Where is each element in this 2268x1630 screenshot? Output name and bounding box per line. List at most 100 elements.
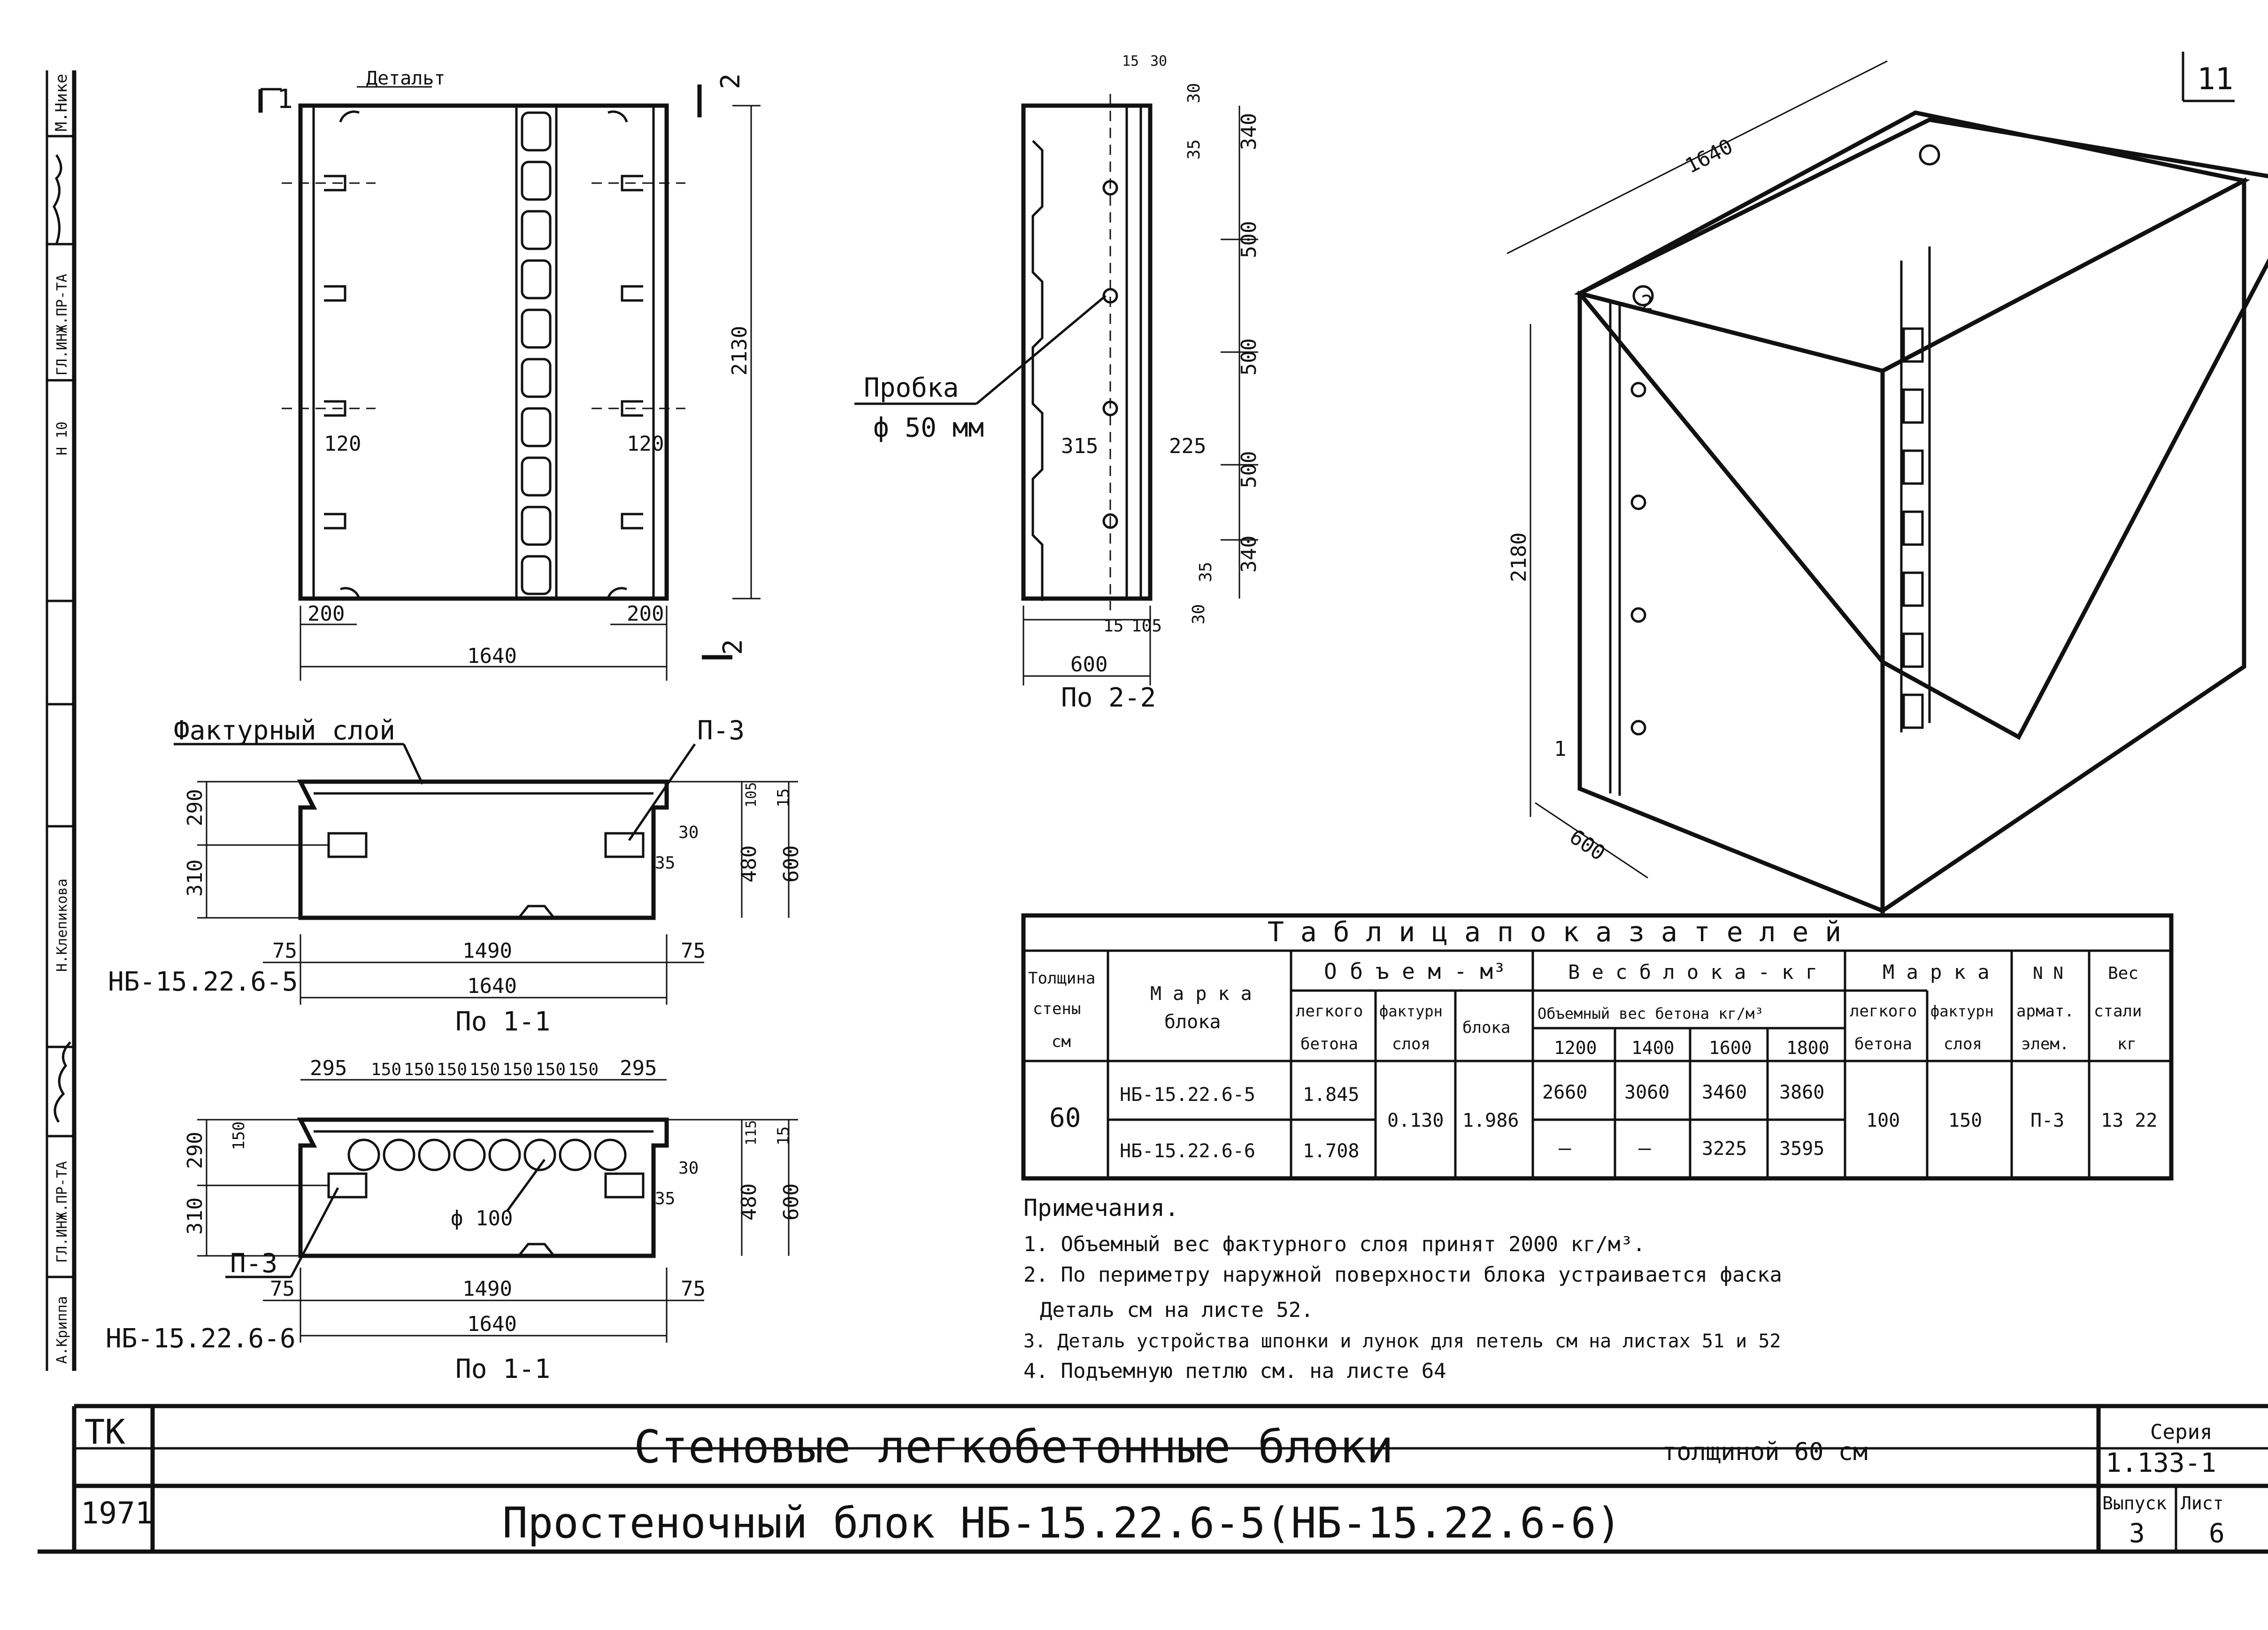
sec11b-dim-right-3: 30 (678, 1159, 699, 1178)
h-density-1200: 1200 (1554, 1038, 1597, 1058)
cell-grade-light: 100 (1866, 1110, 1900, 1131)
sec11a-dim-bottom-2: 1490 (462, 939, 512, 963)
h-volume: О б ъ е м - м³ (1324, 959, 1506, 984)
h-grade-light-1: легкого (1850, 1002, 1917, 1021)
sec11b-dim-right-2: 15 (774, 1126, 793, 1146)
section-2-2: Пробка ф 50 мм 315 225 340 500 500 500 3… (854, 53, 1261, 713)
front-dim-hole-right: 120 (627, 432, 664, 456)
sec22-vdim-4: 500 (1237, 451, 1261, 488)
h-vol-fact-2: слоя (1392, 1035, 1430, 1053)
iso-dim-height: 2180 (1507, 532, 1531, 582)
h-density: Объемный вес бетона кг/м³ (1538, 1005, 1764, 1023)
indicators-table: Т а б л и ц а п о к а з а т е л е й Толщ… (1021, 913, 2174, 1181)
row1-vol-light: 1.845 (1303, 1084, 1359, 1106)
sec11b-dim-bottom-3: 75 (681, 1277, 706, 1301)
iso-mark-2: 2 (1641, 291, 1653, 315)
note-2: 2. По периметру наружной поверхности бло… (1023, 1263, 1782, 1287)
details-label: Детальт (366, 68, 446, 89)
title-block: ТК 1971 Стеновые легкобетонные блоки тол… (38, 1404, 2268, 1554)
front-dim-right: 200 (627, 602, 664, 626)
row2-w1600: 3225 (1702, 1138, 1747, 1160)
cut-mark-right: 2 (715, 73, 746, 89)
row1-w1400: 3060 (1624, 1082, 1669, 1103)
tb-title-1: Стеновые легкобетонные блоки (634, 1421, 1393, 1473)
section-1-1-a: Фактурный слой П-3 290 310 105 15 30 35 … (108, 715, 803, 1037)
sec11a-dim-right-2: 15 (774, 788, 793, 807)
key-pockets (521, 111, 552, 595)
sec22-dim-315: 315 (1061, 434, 1098, 458)
iso-dim-length: 1640 (1682, 134, 1737, 178)
sheet-number: 11 (2197, 62, 2233, 97)
plug-diameter: ф 50 мм (873, 413, 984, 443)
sec11b-dim-bottom-1: 75 (270, 1277, 295, 1301)
sec22-dim-15: 15 (1103, 616, 1123, 636)
tb-sheet-label: Лист (2181, 1493, 2224, 1514)
sec11a-dim-left-1: 290 (183, 789, 207, 826)
sec11b-p3-label: П-3 (230, 1248, 277, 1279)
sec11b-dim-top-1: 295 (310, 1056, 347, 1080)
sec11a-block-code: НБ-15.22.6-5 (108, 967, 298, 997)
sec11a-dim-right-4: 35 (655, 853, 675, 873)
sec11b-dim-top-5: 150 (469, 1060, 500, 1079)
sec11b-dim-right-1: 115 (743, 1120, 760, 1146)
sec11b-dim-left-1: 150 (230, 1122, 248, 1150)
loop-pockets (282, 175, 685, 530)
h-density-1600: 1600 (1709, 1038, 1752, 1058)
row2-vol-light: 1.708 (1303, 1140, 1359, 1162)
sec11b-dim-top-2: 150 (371, 1060, 401, 1079)
h-weight: В е с б л о к а - к г (1568, 961, 1817, 984)
h-thickness-2: стены (1033, 1000, 1081, 1018)
stamp-row-4: Н.Клепикова (54, 878, 70, 972)
sec11b-dim-left-3: 310 (183, 1198, 207, 1235)
tb-series-value: 1.133-1 (2106, 1448, 2216, 1478)
sec11b-dim-top-4: 150 (437, 1060, 467, 1079)
sec11a-dim-left-2: 310 (183, 860, 207, 897)
h-nn-2: армат. (2016, 1002, 2074, 1021)
h-steel-2: стали (2094, 1002, 2142, 1021)
front-dim-left: 200 (308, 602, 345, 626)
signature-2 (54, 1041, 71, 1123)
h-vol-light-2: бетона (1300, 1035, 1358, 1053)
plug-label: Пробка (864, 373, 959, 403)
sec11b-dim-top-8: 150 (568, 1060, 599, 1079)
signature-1 (53, 154, 62, 245)
sec11b-dim-top-6: 150 (502, 1060, 533, 1079)
h-thickness-3: см (1052, 1032, 1071, 1051)
isometric-view: 1640 2180 600 1 2 (1507, 60, 2268, 915)
cut-mark-left: 1 (277, 84, 293, 115)
iso-dim-thickness: 600 (1565, 825, 1609, 866)
sec11b-dim-right-6: 600 (779, 1184, 803, 1221)
tb-org: ТК (85, 1412, 125, 1452)
sec11b-dim-left-2: 290 (183, 1132, 207, 1169)
sec11a-p3-label: П-3 (697, 715, 745, 746)
row2-w1200: — (1559, 1136, 1571, 1160)
sec11b-dim-top-3: 150 (404, 1060, 434, 1079)
cell-vol-fact: 0.130 (1387, 1110, 1444, 1131)
sec11a-title: По 1-1 (455, 1007, 550, 1037)
sec11b-dim-right-4: 35 (655, 1189, 675, 1208)
h-grade-light-2: бетона (1854, 1035, 1912, 1053)
h-nn-3: элем. (2021, 1035, 2069, 1053)
h-vol-fact-1: фактурн (1379, 1002, 1443, 1020)
sec11b-dim-right-5: 480 (737, 1184, 761, 1221)
cut-mark-bottom: 2 (718, 639, 748, 655)
front-dim-height: 2130 (728, 326, 752, 376)
stamp-row-1: М.Нике (52, 74, 71, 131)
note-1: 1. Объемный вес фактурного слоя принят 2… (1023, 1232, 1645, 1256)
sec22-top-dim-4: 30 (1184, 83, 1204, 103)
sec11a-dim-right-3: 30 (678, 823, 699, 842)
iso-mark-1: 1 (1554, 737, 1567, 761)
sec22-vdim-3: 500 (1237, 338, 1261, 376)
row1-mark: НБ-15.22.6-5 (1120, 1084, 1255, 1106)
sec11b-dim-bottom-2: 1490 (462, 1277, 512, 1301)
note-4: 4. Подъемную петлю см. на листе 64 (1023, 1359, 1446, 1383)
side-stamp: М.Нике ГЛ.ИНЖ.ПР-ТА Н 10 Н.Клепикова ГЛ.… (46, 70, 77, 1371)
stamp-row-5: ГЛ.ИНЖ.ПР-ТА (54, 1161, 70, 1263)
sec22-dim-width: 600 (1070, 653, 1107, 677)
iso-key-pockets (1902, 327, 1924, 729)
notes: Примечания. 1. Объемный вес фактурного с… (1023, 1194, 1782, 1383)
h-grade: М а р к а (1883, 961, 1990, 984)
row1-w1600: 3460 (1702, 1082, 1747, 1103)
sec11b-hole-label: ф 100 (451, 1207, 513, 1230)
h-steel-1: Вес (2108, 964, 2138, 983)
